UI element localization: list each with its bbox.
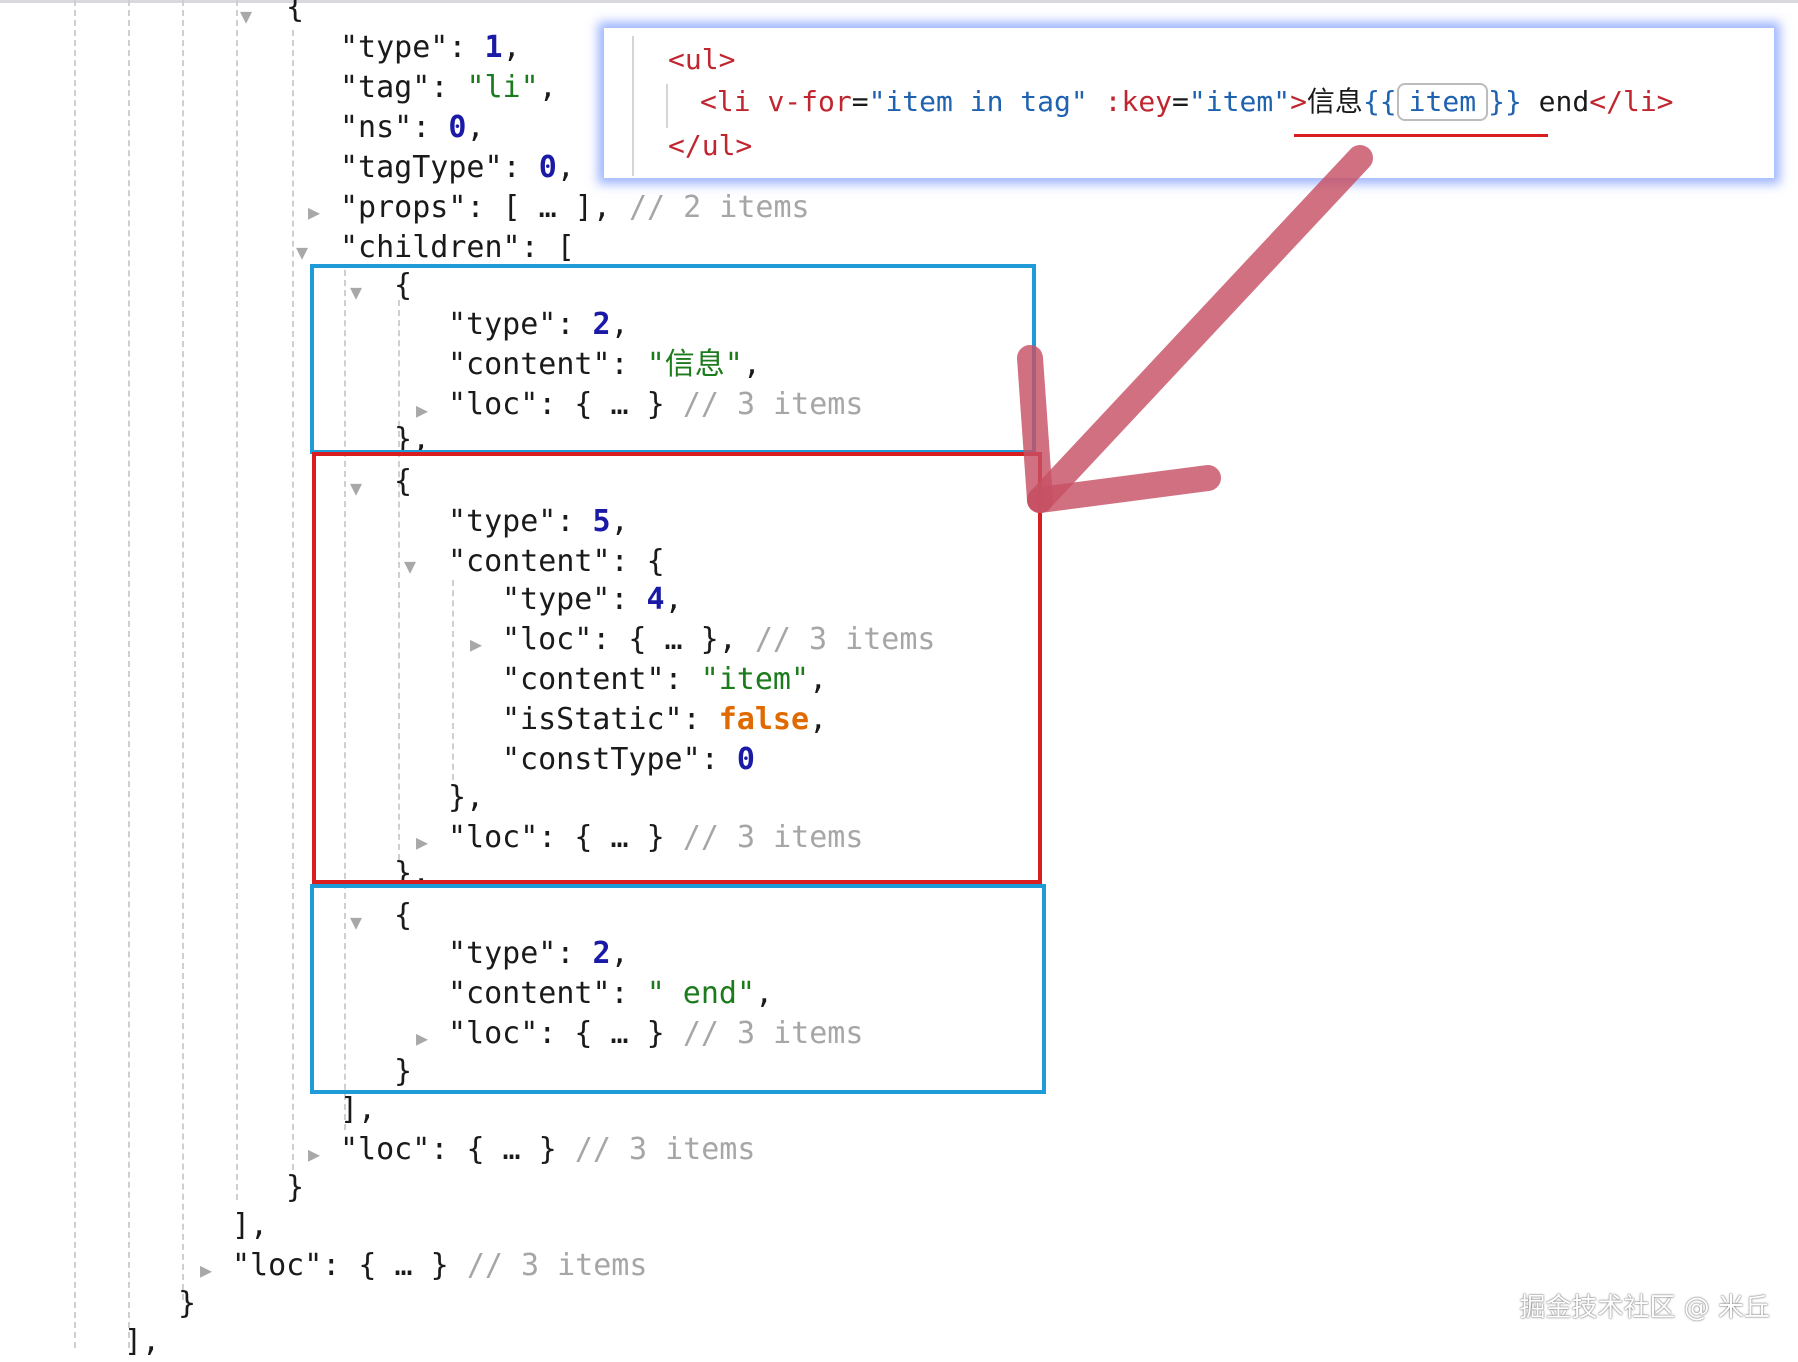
tree-line-type: "type": 2, — [448, 307, 629, 342]
watermark: 掘金技术社区 @ 米丘 — [1519, 1293, 1770, 1323]
tree-line-inner-content: "content": "item", — [502, 662, 828, 697]
arrow-shaft — [1027, 145, 1373, 513]
indent-guide — [452, 580, 454, 780]
tree-line-type: "type": 1, — [340, 30, 521, 65]
tree-line-consttype: "constType": 0 — [502, 742, 755, 777]
expand-triangle-icon[interactable]: ▶ — [308, 200, 321, 224]
tree-line-type: "type": 5, — [448, 504, 629, 539]
code-line-li: <li v-for="item in tag" :key="item">信息{{… — [700, 82, 1674, 122]
indent-guide — [74, 0, 76, 1348]
highlight-box-text-node-end — [310, 884, 1046, 1094]
tree-line: } — [286, 1170, 305, 1205]
collapse-triangle-icon[interactable]: ▼ — [404, 554, 417, 578]
collapse-triangle-icon[interactable]: ▼ — [350, 280, 363, 304]
tree-line-inner-type: "type": 4, — [502, 582, 683, 617]
indent-guide — [182, 0, 184, 1300]
indent-guide — [128, 0, 130, 1348]
tree-line-ns: "ns": 0, — [340, 110, 485, 145]
tree-line: { — [394, 268, 413, 303]
tree-line: } — [178, 1286, 197, 1321]
indent-guide — [292, 30, 294, 1170]
expand-triangle-icon[interactable]: ▶ — [416, 1026, 429, 1050]
tree-line-isstatic: "isStatic": false, — [502, 702, 828, 737]
interpolation-highlight: item — [1396, 83, 1489, 121]
tree-line-tag: "tag": "li", — [340, 70, 557, 105]
tree-line-type: "type": 2, — [448, 936, 629, 971]
tree-line: { — [286, 0, 305, 25]
code-line-ul-open: <ul> — [668, 43, 736, 76]
arrow-head-right — [1027, 465, 1221, 513]
indent-guide — [236, 0, 238, 1200]
tree-line-tagtype: "tagType": 0, — [340, 150, 575, 185]
tree-line-content: "content": " end", — [448, 976, 774, 1011]
collapse-triangle-icon[interactable]: ▼ — [296, 240, 309, 264]
indent-guide — [398, 300, 400, 860]
highlight-box-interpolation-node — [312, 452, 1042, 884]
tree-line-loc: "loc": { … } // 3 items — [448, 820, 864, 855]
tree-line: ], — [340, 1092, 377, 1127]
tree-line: { — [394, 898, 413, 933]
tree-line-loc: "loc": { … } // 3 items — [448, 387, 864, 422]
collapse-triangle-icon[interactable]: ▼ — [240, 4, 253, 28]
tree-line-props: "props": [ … ], // 2 items — [340, 190, 810, 225]
tree-line-inner-loc: "loc": { … }, // 3 items — [502, 622, 936, 657]
expand-triangle-icon[interactable]: ▶ — [200, 1258, 213, 1282]
expand-triangle-icon[interactable]: ▶ — [470, 632, 483, 656]
red-underline — [1294, 134, 1548, 137]
top-border — [0, 0, 1798, 3]
tree-line: { — [394, 464, 413, 499]
tree-line-loc: "loc": { … } // 3 items — [448, 1016, 864, 1051]
template-source-popup: <ul> <li v-for="item in tag" :key="item"… — [604, 28, 1774, 178]
expand-triangle-icon[interactable]: ▶ — [416, 830, 429, 854]
tree-line-children: "children": [ — [340, 230, 575, 265]
tree-line: } — [394, 1054, 413, 1089]
tree-line-content: "content": { — [448, 544, 665, 579]
tree-line-loc: "loc": { … } // 3 items — [232, 1248, 648, 1283]
indent-guide — [632, 36, 634, 176]
arrow-head-left — [1017, 345, 1053, 513]
tree-line: ], — [232, 1208, 269, 1243]
collapse-triangle-icon[interactable]: ▼ — [350, 910, 363, 934]
expand-triangle-icon[interactable]: ▶ — [416, 398, 429, 422]
tree-line: }, — [448, 780, 485, 815]
tree-line-loc: "loc": { … } // 3 items — [340, 1132, 756, 1167]
collapse-triangle-icon[interactable]: ▼ — [350, 476, 363, 500]
code-line-ul-close: </ul> — [668, 129, 753, 162]
tree-line-content: "content": "信息", — [448, 347, 761, 382]
indent-guide — [344, 270, 346, 1130]
indent-guide — [666, 84, 668, 128]
expand-triangle-icon[interactable]: ▶ — [308, 1142, 321, 1166]
